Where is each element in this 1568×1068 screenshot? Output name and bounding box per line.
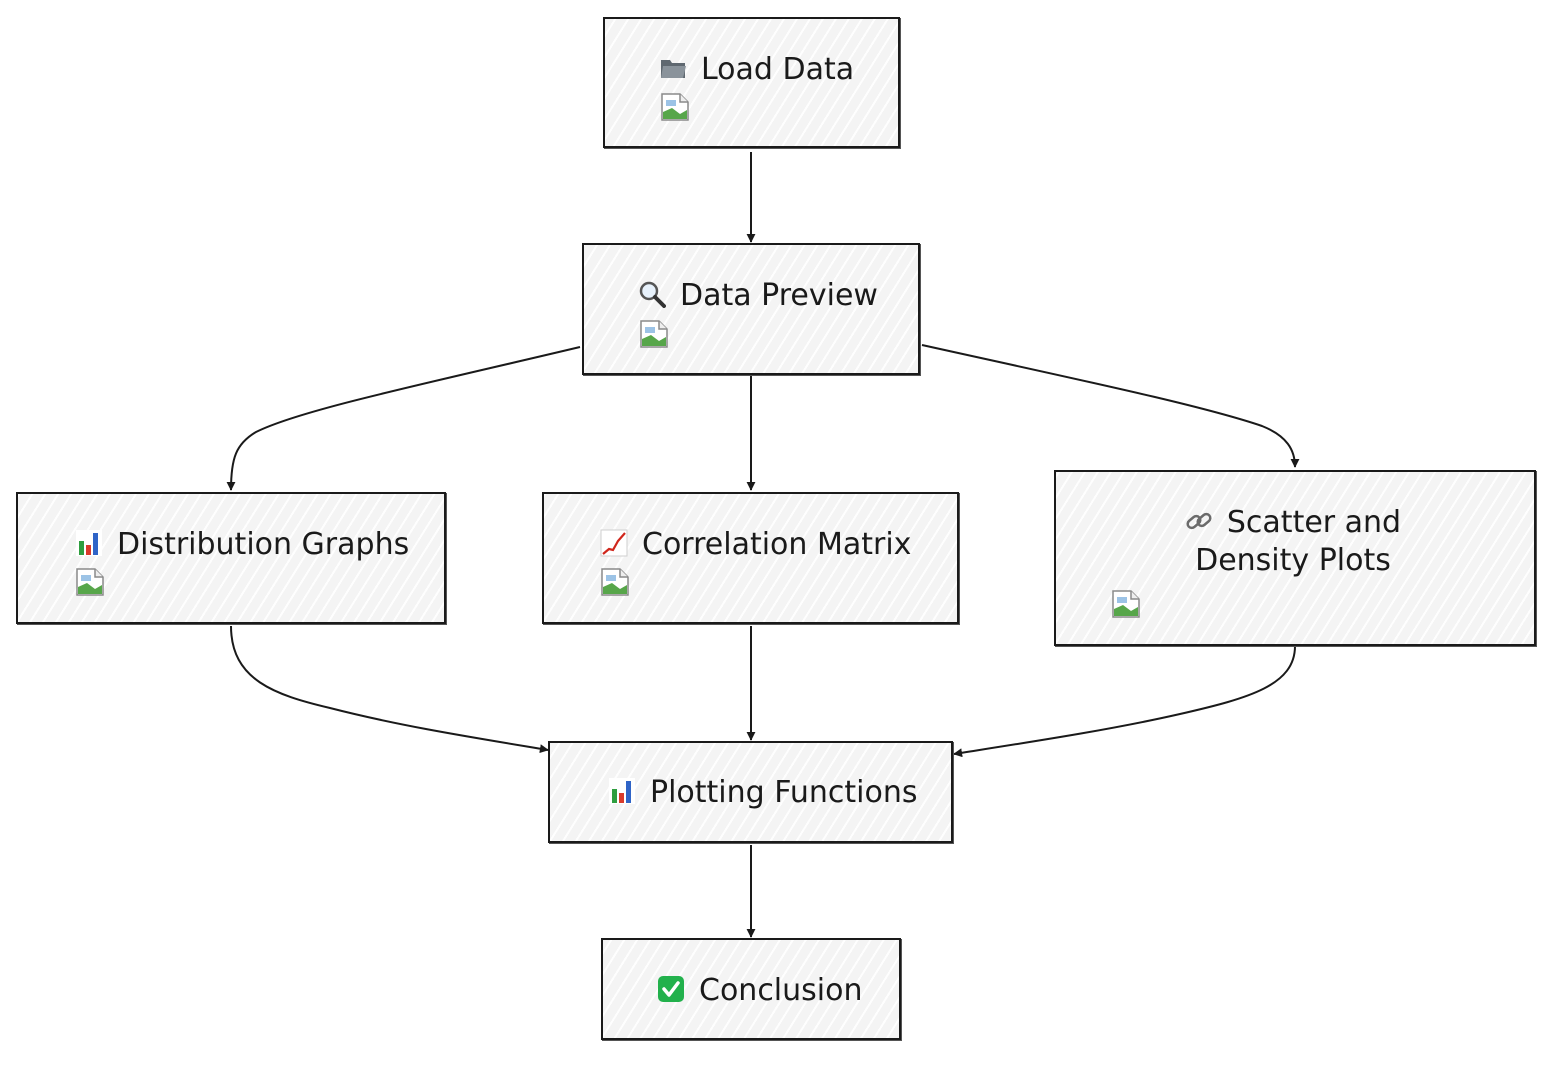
- node-label: Scatter and Density Plots: [1195, 505, 1402, 578]
- line-chart-icon: [600, 529, 628, 557]
- node-label: Distribution Graphs: [117, 527, 410, 562]
- node-label: Load Data: [701, 52, 855, 87]
- node-label: Correlation Matrix: [642, 527, 912, 562]
- bar-chart-icon: [76, 530, 102, 556]
- edge-preview-to-scatter: [921, 344, 1300, 468]
- node-load-data[interactable]: Load Data: [603, 17, 900, 148]
- node-conclusion[interactable]: Conclusion: [601, 938, 901, 1040]
- node-distribution-graphs[interactable]: Distribution Graphs: [16, 492, 446, 624]
- broken-image-icon: [1112, 590, 1140, 618]
- broken-image-icon: [661, 93, 689, 121]
- broken-image-icon: [601, 568, 629, 596]
- link-icon: [1186, 512, 1212, 530]
- broken-image-icon: [76, 568, 104, 596]
- folder-icon: [661, 60, 686, 78]
- node-label: Conclusion: [699, 973, 863, 1008]
- edge-preview-to-dist: [226, 346, 581, 491]
- node-scatter-density-plots[interactable]: Scatter and Density Plots: [1054, 470, 1536, 646]
- bar-chart-icon: [609, 778, 635, 804]
- node-data-preview[interactable]: Data Preview: [582, 243, 920, 375]
- node-correlation-matrix[interactable]: Correlation Matrix: [542, 492, 959, 624]
- node-plotting-functions[interactable]: Plotting Functions: [548, 741, 953, 843]
- edge-scatter-to-plotting: [953, 645, 1296, 758]
- edge-dist-to-plotting: [230, 625, 549, 754]
- check-box-icon: [658, 976, 684, 1002]
- node-label: Data Preview: [680, 278, 878, 313]
- magnifier-icon: [639, 281, 666, 308]
- broken-image-icon: [640, 320, 668, 348]
- node-label: Plotting Functions: [650, 775, 918, 810]
